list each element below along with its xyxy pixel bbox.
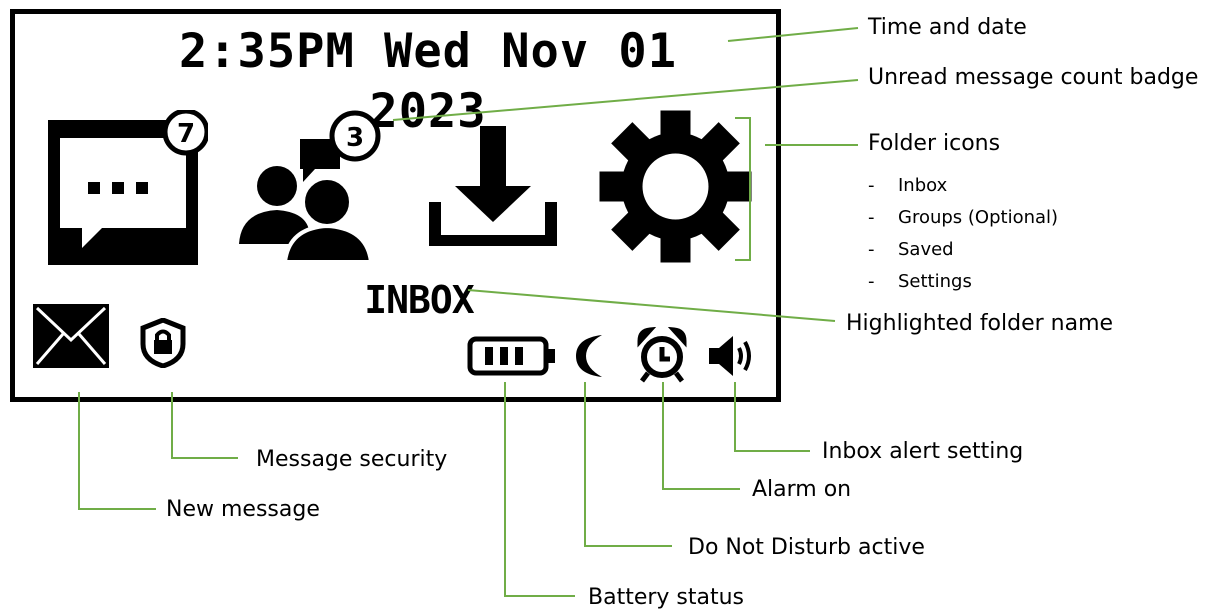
badge-count-inbox: 7	[177, 119, 195, 149]
alarm-clock-icon	[636, 327, 688, 383]
callout-folder-icons: Folder icons	[868, 131, 1001, 156]
callout-new-message: New message	[166, 497, 320, 522]
folder-icons-list: Inbox Groups (Optional) Saved Settings	[868, 170, 1058, 298]
download-icon[interactable]	[423, 124, 563, 254]
speaker-icon	[707, 332, 755, 380]
datetime-display: 2:35PM Wed Nov 01 2023	[178, 24, 678, 139]
callout-time-and-date: Time and date	[868, 15, 1027, 40]
callout-alarm-on: Alarm on	[752, 477, 852, 502]
callout-do-not-disturb: Do Not Disturb active	[688, 535, 925, 560]
device-screen: 2:35PM Wed Nov 01 2023 7 3	[10, 9, 781, 402]
gear-icon[interactable]	[598, 109, 753, 264]
callout-inbox-alert-setting: Inbox alert setting	[822, 439, 1024, 464]
callout-unread-badge: Unread message count badge	[868, 65, 1199, 90]
envelope-icon	[33, 304, 109, 368]
badge-count-groups: 3	[346, 123, 364, 153]
callout-battery-status: Battery status	[588, 585, 745, 610]
callout-message-security: Message security	[256, 447, 448, 472]
group-people-icon[interactable]: 3	[235, 104, 405, 274]
battery-icon	[467, 336, 557, 376]
list-item: Settings	[868, 266, 1058, 298]
callout-highlighted-folder-name: Highlighted folder name	[846, 311, 1114, 336]
shield-lock-icon	[139, 318, 187, 368]
list-item: Inbox	[868, 170, 1058, 202]
list-item: Groups (Optional)	[868, 202, 1058, 234]
chat-bubble-icon[interactable]: 7	[48, 110, 208, 275]
list-item: Saved	[868, 234, 1058, 266]
moon-icon	[570, 332, 612, 380]
highlighted-folder-name: INBOX	[364, 278, 474, 322]
